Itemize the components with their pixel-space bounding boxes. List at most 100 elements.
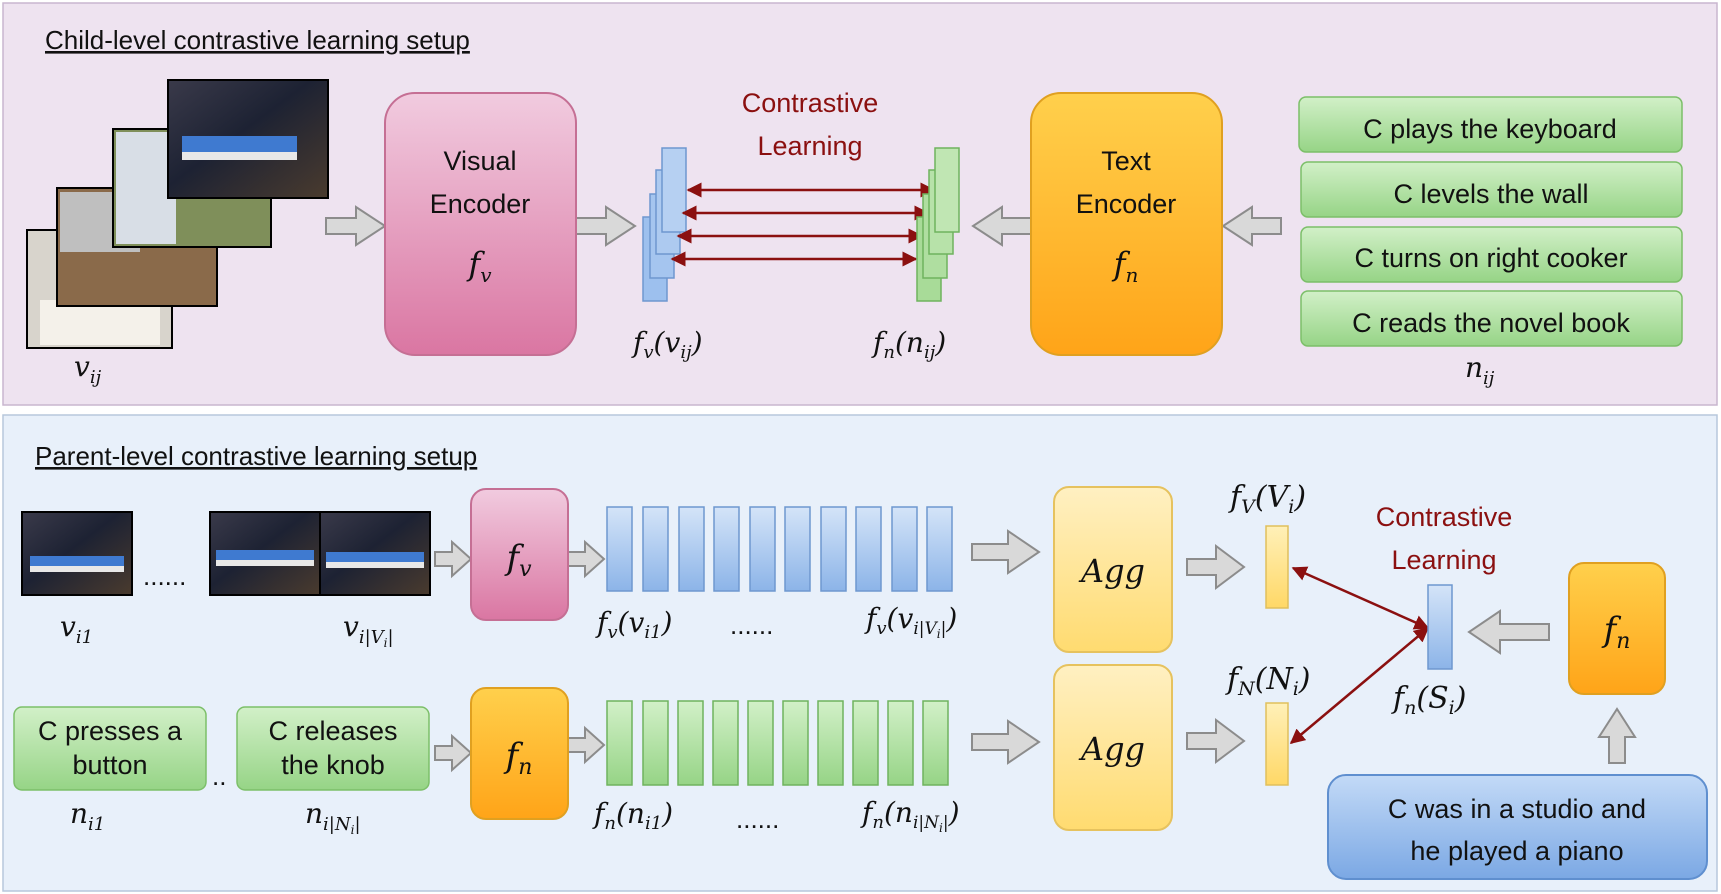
label-v-iVi: v — [343, 610, 359, 643]
narration-box — [1298, 96, 1683, 153]
agg-block-visual: Agg — [1053, 486, 1173, 653]
child-panel-title: Child-level contrastive learning setup — [45, 25, 470, 55]
svg-text:C reads the novel book: C reads the novel book — [1352, 308, 1630, 338]
svg-text:vi|Vi|: vi|Vi| — [343, 610, 394, 650]
aggregated-visual-embedding — [1265, 525, 1289, 609]
svg-text:fn(Si): fn(Si) — [1391, 681, 1466, 719]
flow-arrow — [434, 539, 473, 579]
flow-arrow — [971, 205, 1032, 247]
svg-text:Encoder: Encoder — [1076, 189, 1177, 219]
svg-text:C releases: C releases — [268, 716, 397, 746]
embedding-bar — [677, 700, 704, 786]
label-n-ij: n — [1465, 351, 1483, 384]
embedding-bar — [820, 506, 847, 592]
flow-arrow — [1221, 205, 1282, 247]
embedding-bar — [922, 700, 949, 786]
embedding-bar — [642, 700, 669, 786]
narration-box — [1300, 161, 1683, 218]
svg-text:C plays the keyboard: C plays the keyboard — [1363, 114, 1617, 144]
embedding-bar — [713, 506, 740, 592]
svg-text:nij: nij — [1465, 351, 1495, 389]
svg-text:C presses a: C presses a — [38, 716, 183, 746]
narration-box — [13, 706, 207, 791]
summary-text-encoder: fn — [1568, 562, 1666, 695]
text-embedding-stack — [916, 147, 960, 302]
narration-ellipsis: .. — [212, 761, 226, 791]
contrastive-label-line2: Learning — [757, 131, 862, 161]
flow-arrow — [567, 539, 606, 579]
flow-arrow — [1186, 718, 1246, 764]
flow-arrow — [567, 725, 606, 765]
text-embedding-sequence — [606, 700, 949, 786]
parent-visual-encoder: fv — [470, 488, 569, 621]
embedding-bar — [712, 700, 739, 786]
embedding-bar — [642, 506, 669, 592]
parent-contrastive-line1: Contrastive — [1376, 502, 1513, 532]
svg-text:Agg: Agg — [1078, 552, 1145, 590]
visual-encoder-block: Visual Encoder fv — [384, 92, 577, 356]
embedding-bar — [891, 506, 918, 592]
flow-arrow — [971, 529, 1041, 575]
summary-box: C was in a studio and he played a piano — [1327, 774, 1708, 880]
svg-text:fv(vi1): fv(vi1) — [595, 606, 672, 643]
embedding-bar — [782, 700, 809, 786]
svg-text:Visual: Visual — [443, 146, 516, 176]
parent-video-frames — [21, 511, 431, 596]
svg-text:ni|Ni|: ni|Ni| — [305, 797, 361, 837]
parent-contrastive-arrows — [1289, 566, 1430, 744]
parent-narrations: C presses a button C releases the knob — [13, 706, 430, 791]
svg-text:button: button — [72, 750, 147, 780]
visual-embedding-stack — [642, 147, 687, 302]
svg-text:vij: vij — [74, 350, 102, 388]
aggregated-text-embedding — [1265, 702, 1289, 786]
svg-text:fv(vij): fv(vij) — [631, 326, 703, 363]
narration-box — [1300, 290, 1683, 347]
frames-ellipsis: ...... — [143, 561, 186, 591]
flow-arrow — [1467, 609, 1550, 655]
label-n-i1: n — [70, 797, 88, 830]
embedding-bar — [606, 700, 633, 786]
label-v-ij: v — [74, 350, 90, 383]
svg-text:Text: Text — [1101, 146, 1151, 176]
embedding-bar — [784, 506, 811, 592]
svg-text:C was in a studio and: C was in a studio and — [1388, 794, 1646, 824]
flow-arrow — [971, 719, 1041, 765]
embedding-bar — [926, 506, 953, 592]
label-v-i1: v — [60, 610, 76, 643]
embedding-bar — [678, 506, 705, 592]
svg-text:fV(Vi): fV(Vi) — [1228, 480, 1306, 518]
svg-text:vi1: vi1 — [60, 610, 93, 648]
embedding-ellipsis: ...... — [736, 804, 779, 834]
narration-box — [236, 706, 430, 791]
embedding-bar — [606, 506, 633, 592]
video-frame — [21, 511, 133, 596]
narration-box — [1300, 226, 1683, 283]
contrastive-label-line1: Contrastive — [742, 88, 879, 118]
flow-arrow — [1597, 707, 1637, 764]
flow-arrow — [325, 205, 387, 247]
contrastive-arrows — [670, 182, 936, 267]
embedding-bar — [852, 700, 879, 786]
video-clip-stack — [26, 79, 329, 349]
parent-panel-title: Parent-level contrastive learning setup — [35, 441, 477, 471]
embedding-bar — [817, 700, 844, 786]
svg-text:the knob: the knob — [281, 750, 385, 780]
parent-contrastive-line2: Learning — [1391, 545, 1496, 575]
svg-text:C levels the wall: C levels the wall — [1393, 179, 1588, 209]
embedding-ellipsis: ...... — [730, 610, 773, 640]
visual-embedding-sequence — [606, 506, 953, 592]
svg-text:ni1: ni1 — [70, 797, 105, 835]
summary-embedding — [1427, 584, 1453, 670]
svg-text:fn(ni|Ni|): fn(ni|Ni|) — [860, 796, 960, 835]
label-n-iNi: n — [305, 797, 323, 830]
flow-arrow — [434, 733, 473, 773]
svg-text:he played a piano: he played a piano — [1410, 836, 1623, 866]
flow-arrow — [1186, 544, 1246, 590]
svg-text:C turns on right cooker: C turns on right cooker — [1354, 243, 1627, 273]
embedding-bar — [855, 506, 882, 592]
narration-list: C plays the keyboard C levels the wall C… — [1298, 96, 1683, 347]
text-encoder-block: Text Encoder fn — [1030, 92, 1223, 356]
svg-text:Encoder: Encoder — [430, 189, 531, 219]
embedding-bar — [887, 700, 914, 786]
